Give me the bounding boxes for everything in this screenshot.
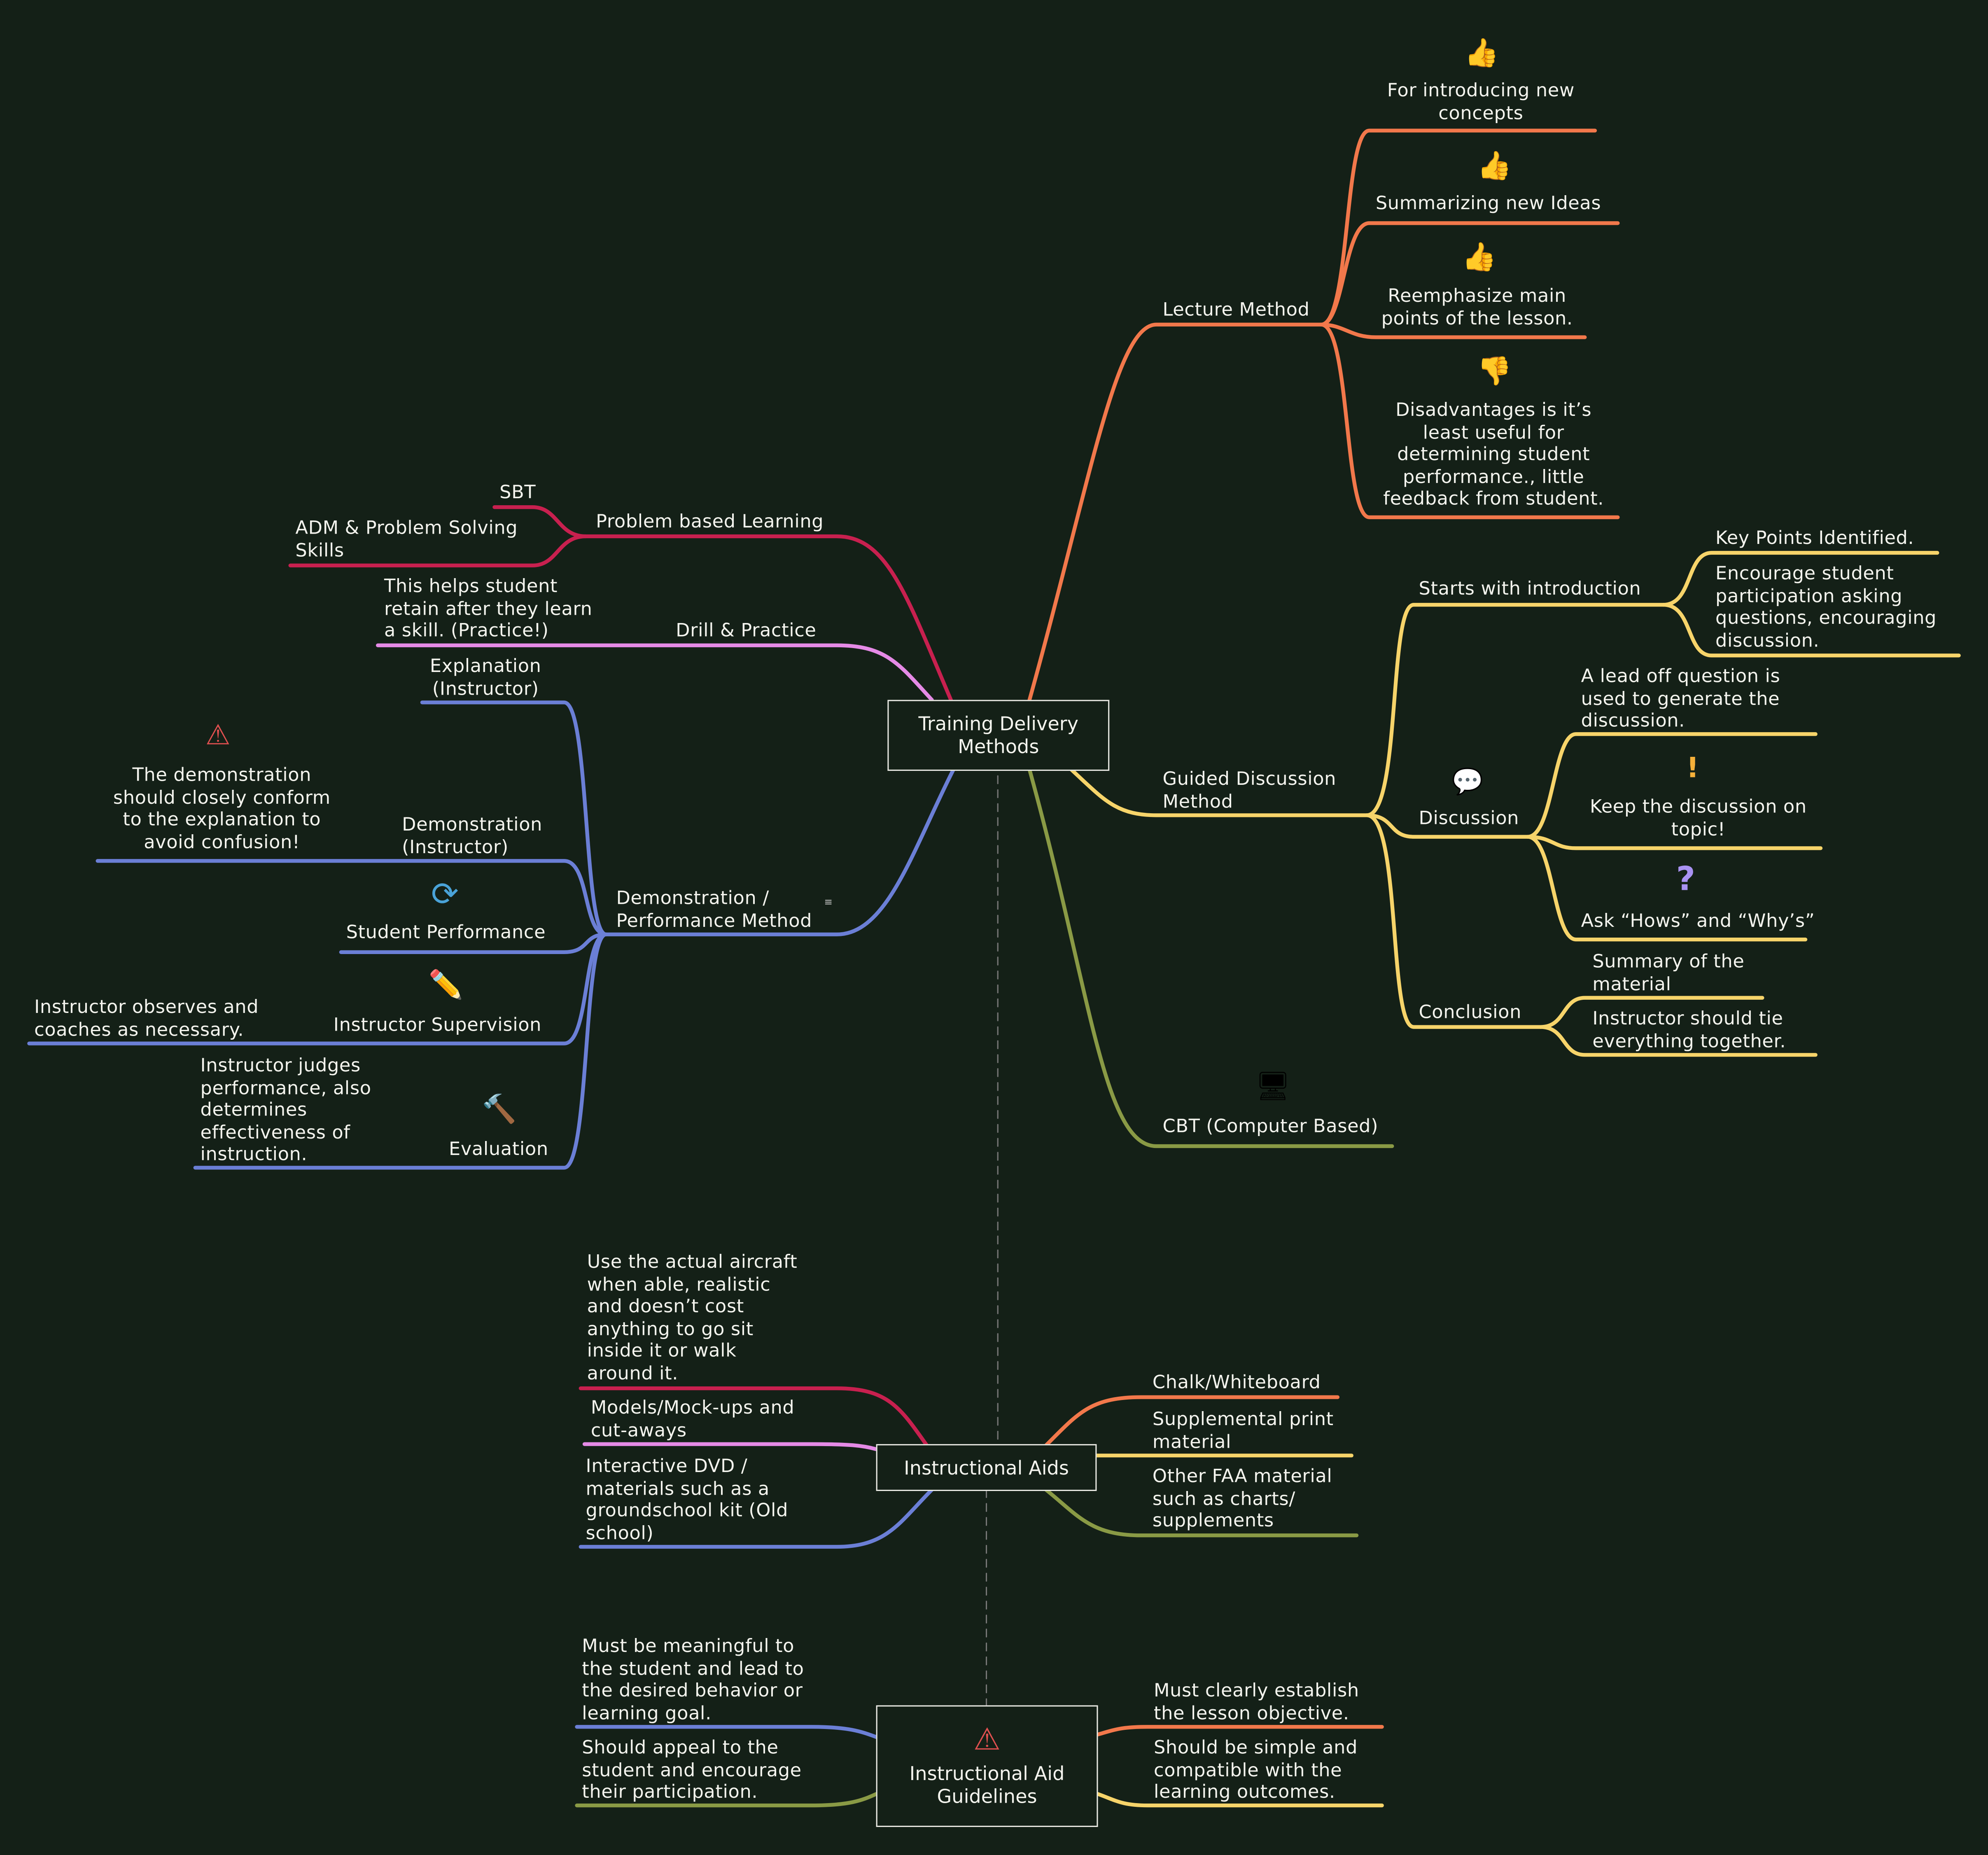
exclamation-icon: !	[1686, 753, 1699, 785]
demonstration-performance-label[interactable]: Demonstration / Performance Method	[616, 889, 812, 931]
aid-other-faa[interactable]: Other FAA material such as charts/ suppl…	[1152, 1467, 1332, 1532]
lecture-point-3[interactable]: Reemphasize main points of the lesson.	[1381, 286, 1573, 329]
central-topic[interactable]: Training Delivery Methods	[887, 700, 1110, 771]
summary-item[interactable]: Summary of the material	[1592, 952, 1745, 995]
demonstration-note[interactable]: The demonstration should closely conform…	[113, 765, 331, 853]
lecture-point-2[interactable]: Summarizing new Ideas	[1375, 194, 1601, 215]
lecture-method-label[interactable]: Lecture Method	[1162, 300, 1310, 321]
aid-interactive-dvd[interactable]: Interactive DVD / materials such as a gr…	[586, 1456, 789, 1544]
guideline-objective[interactable]: Must clearly establish the lesson object…	[1153, 1681, 1359, 1724]
thumbs-up-icon: 👍	[1464, 38, 1499, 70]
evaluation-item[interactable]: Evaluation	[449, 1140, 548, 1160]
aid-actual-aircraft[interactable]: Use the actual aircraft when able, reali…	[587, 1253, 798, 1384]
aid-supplemental-print[interactable]: Supplemental print material	[1152, 1409, 1334, 1453]
monitor-icon: 🖥	[1255, 1071, 1291, 1103]
guided-discussion-label[interactable]: Guided Discussion Method	[1162, 770, 1337, 812]
guideline-simple[interactable]: Should be simple and compatible with the…	[1153, 1738, 1358, 1803]
adm-problem-solving-item[interactable]: ADM & Problem Solving Skills	[295, 518, 518, 561]
evaluation-note[interactable]: Instructor judges performance, also dete…	[200, 1056, 371, 1165]
drill-practice-label[interactable]: Drill & Practice	[676, 621, 817, 642]
aid-chalk-whiteboard[interactable]: Chalk/Whiteboard	[1152, 1373, 1321, 1393]
student-performance-item[interactable]: Student Performance	[346, 923, 546, 943]
question-icon: ?	[1676, 861, 1696, 899]
keep-on-topic-item[interactable]: Keep the discussion on topic!	[1590, 797, 1807, 840]
warning-icon: ⚠	[205, 720, 231, 752]
conclusion-label[interactable]: Conclusion	[1419, 1003, 1522, 1023]
key-points-item[interactable]: Key Points Identified.	[1715, 528, 1914, 549]
explanation-item[interactable]: Explanation (Instructor)	[429, 656, 541, 700]
starts-introduction-label[interactable]: Starts with introduction	[1419, 579, 1641, 600]
discussion-label[interactable]: Discussion	[1419, 809, 1519, 829]
demonstration-item[interactable]: Demonstration (Instructor)	[402, 815, 543, 858]
thumbs-up-icon: 👍	[1462, 242, 1497, 274]
guidelines-node[interactable]: ⚠ Instructional Aid Guidelines	[876, 1705, 1098, 1827]
instructional-aids-node[interactable]: Instructional Aids	[876, 1444, 1097, 1491]
instructor-supervision-item[interactable]: Instructor Supervision	[333, 1015, 542, 1036]
thumbs-up-icon: 👍	[1477, 151, 1512, 183]
cbt-label[interactable]: CBT (Computer Based)	[1162, 1117, 1379, 1137]
aid-models-mockups[interactable]: Models/Mock-ups and cut-aways	[590, 1398, 795, 1441]
ask-hows-whys-item[interactable]: Ask “Hows” and “Why’s”	[1581, 911, 1815, 932]
note-icon: ≡	[824, 896, 833, 908]
lecture-point-4[interactable]: Disadvantages is it’s least useful for d…	[1383, 400, 1604, 510]
pencil-icon: ✏️	[428, 970, 464, 1002]
tie-together-item[interactable]: Instructor should tie everything togethe…	[1592, 1009, 1786, 1052]
lead-off-question-item[interactable]: A lead off question is used to generate …	[1581, 667, 1780, 732]
supervision-note[interactable]: Instructor observes and coaches as neces…	[34, 998, 259, 1041]
problem-based-label[interactable]: Problem based Learning	[596, 512, 824, 533]
speech-bubble-icon: 💬	[1451, 765, 1484, 796]
gavel-icon: 🔨	[482, 1094, 517, 1126]
lecture-point-1[interactable]: For introducing new concepts	[1387, 81, 1575, 124]
encourage-participation-item[interactable]: Encourage student participation asking q…	[1715, 564, 1937, 651]
warning-icon: ⚠	[973, 1722, 1001, 1757]
guideline-meaningful[interactable]: Must be meaningful to the student and le…	[582, 1637, 804, 1724]
refresh-icon: ⟳	[431, 876, 459, 915]
drill-note-item[interactable]: This helps student retain after they lea…	[384, 576, 593, 642]
sbt-item[interactable]: SBT	[499, 483, 536, 504]
thumbs-down-icon: 👎	[1477, 356, 1512, 388]
guidelines-title: Instructional Aid Guidelines	[909, 1762, 1065, 1808]
summary-dashed-line	[986, 775, 999, 1706]
guideline-appeal[interactable]: Should appeal to the student and encoura…	[582, 1738, 802, 1803]
